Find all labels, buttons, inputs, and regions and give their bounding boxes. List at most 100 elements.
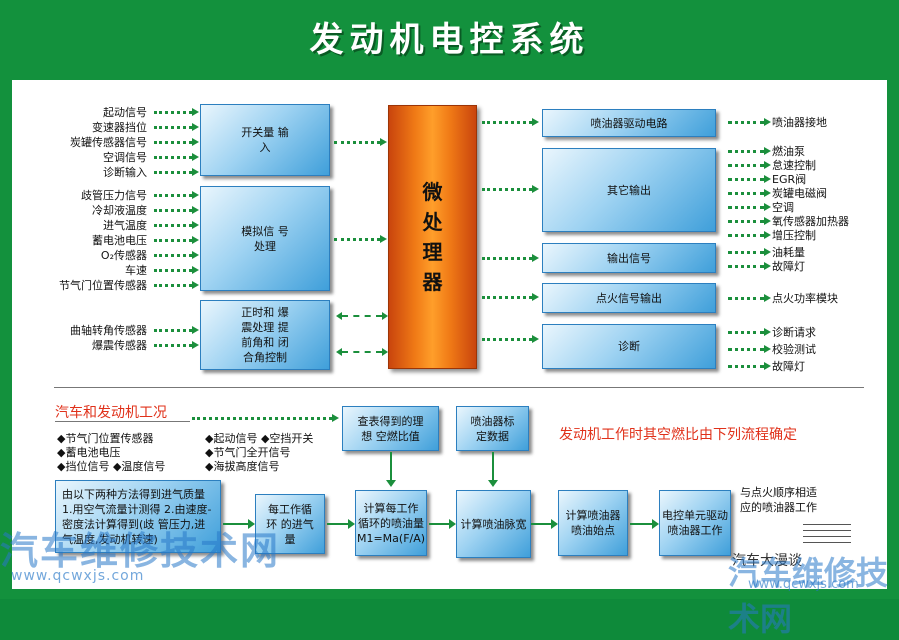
cpu-char: 微: [422, 180, 443, 204]
input-label: O₂传感器: [100, 249, 147, 262]
arrow: [154, 123, 199, 131]
cycle-air-box: 每工作循环 的进气量: [255, 494, 325, 554]
input-label: 曲轴转角传感器: [70, 324, 147, 337]
output-label: 氧传感器加热器: [772, 215, 849, 228]
arrow: [154, 206, 199, 214]
arrow: [630, 519, 659, 529]
arrow: [429, 519, 456, 529]
watermark: 汽车维修技术网: [728, 554, 889, 638]
input-label: 起动信号: [103, 106, 147, 119]
arrow: [154, 251, 199, 259]
pulse-width-box: 计算喷油脉宽: [456, 490, 531, 558]
arrow: [728, 147, 771, 155]
condition-item: ◆挡位信号 ◆温度信号: [57, 460, 166, 473]
arrow: [154, 108, 199, 116]
output-label: 点火功率模块: [772, 292, 838, 305]
arrow: [154, 153, 199, 161]
output-label: 喷油器接地: [772, 116, 827, 129]
section-divider: [54, 387, 864, 388]
arrow: [728, 203, 771, 211]
output-label: 空调: [772, 201, 794, 214]
output-label: 校验测试: [772, 343, 816, 356]
output-label: 炭罐电磁阀: [772, 187, 827, 200]
input-label: 炭罐传感器信号: [70, 136, 147, 149]
arrow: [728, 189, 771, 197]
output-label: 增压控制: [772, 229, 816, 242]
arrow: [482, 118, 539, 126]
watermark-logo: 汽车大漫谈: [732, 553, 802, 569]
output-label: 诊断请求: [772, 326, 816, 339]
ecu-drive-box: 电控单元驱动 喷油器工作: [659, 490, 731, 556]
arrow: [154, 138, 199, 146]
arrow: [223, 519, 255, 529]
bidirectional-arrow: [336, 348, 388, 356]
timing-knock-box: 正时和 爆震处理 提前角和 闭合角控制: [200, 300, 330, 370]
arrow: [154, 236, 199, 244]
output-label: 油耗量: [772, 246, 805, 259]
watermark-url: www.qcwxjs.com: [748, 577, 859, 592]
arrow: [482, 254, 539, 262]
arrow: [327, 519, 355, 529]
input-label: 变速器挡位: [92, 121, 147, 134]
conditions-title: 汽车和发动机工况: [55, 405, 167, 421]
arrow: [728, 118, 771, 126]
ideal-afr-box: 查表得到的理想 空燃比值: [342, 406, 439, 451]
input-label: 爆震传感器: [92, 339, 147, 352]
input-label: 歧管压力信号: [81, 189, 147, 202]
intake-mass-box: 由以下两种方法得到进气质量 1.用空气流量计测得 2.由速度-密度法计算得到(歧…: [55, 480, 221, 553]
page-title: 发动机电控系统: [309, 20, 590, 60]
condition-item: ◆节气门位置传感器: [57, 432, 154, 445]
arrow: [154, 281, 199, 289]
arrow: [728, 217, 771, 225]
arrow: [192, 414, 339, 422]
arrow: [154, 266, 199, 274]
injector-line: [803, 530, 851, 531]
arrow: [728, 175, 771, 183]
input-label: 空调信号: [103, 151, 147, 164]
input-label: 冷却液温度: [92, 204, 147, 217]
arrow: [488, 452, 498, 487]
diagnosis-box: 诊断: [542, 324, 716, 369]
switch-input-box: 开关量 输入: [200, 104, 330, 176]
condition-item: ◆蓄电池电压: [57, 446, 121, 459]
arrow: [386, 452, 396, 487]
arrow: [154, 221, 199, 229]
input-label: 节气门位置传感器: [59, 279, 147, 292]
watermark-url: www.qcwxjs.com: [11, 568, 145, 584]
conditions-underline: [55, 421, 190, 422]
injector-sequence-note: 与点火顺序相适 应的喷油器工作: [740, 486, 817, 514]
injector-driver-box: 喷油器驱动电路: [542, 109, 716, 137]
arrow: [728, 262, 771, 270]
arrow: [154, 191, 199, 199]
bidirectional-arrow: [336, 312, 388, 320]
flow-note: 发动机工作时其空燃比由下列流程确定: [559, 427, 797, 443]
output-label: 燃油泵: [772, 145, 805, 158]
injector-line: [803, 524, 851, 525]
arrow: [154, 341, 199, 349]
output-label: 故障灯: [772, 360, 805, 373]
arrow: [482, 185, 539, 193]
watermark: 汽车维修技术网: [0, 529, 281, 573]
analog-processing-box: 模拟信 号处理: [200, 186, 330, 291]
condition-item: ◆海拔高度信号: [205, 460, 280, 473]
arrow: [154, 168, 199, 176]
frame: 发动机电控系统 起动信号 变速器挡位 炭罐传感器信号 空调信号 诊断输入 歧管压…: [0, 20, 889, 638]
output-label: 怠速控制: [772, 159, 816, 172]
condition-item: ◆节气门全开信号: [205, 446, 291, 459]
ignition-output-box: 点火信号输出: [542, 283, 716, 313]
input-label: 蓄电池电压: [92, 234, 147, 247]
other-outputs-box: 其它输出: [542, 148, 716, 232]
arrow: [482, 335, 539, 343]
arrow: [154, 326, 199, 334]
arrow: [728, 362, 771, 370]
condition-item: ◆起动信号 ◆空挡开关: [205, 432, 314, 445]
arrow: [728, 345, 771, 353]
arrow: [334, 235, 387, 243]
arrow: [728, 248, 771, 256]
injection-start-box: 计算喷油器 喷油始点: [558, 490, 628, 556]
output-label: 故障灯: [772, 260, 805, 273]
arrow: [531, 519, 558, 529]
output-label: EGR阀: [772, 173, 807, 186]
injector-line: [803, 542, 851, 543]
arrow: [728, 328, 771, 336]
